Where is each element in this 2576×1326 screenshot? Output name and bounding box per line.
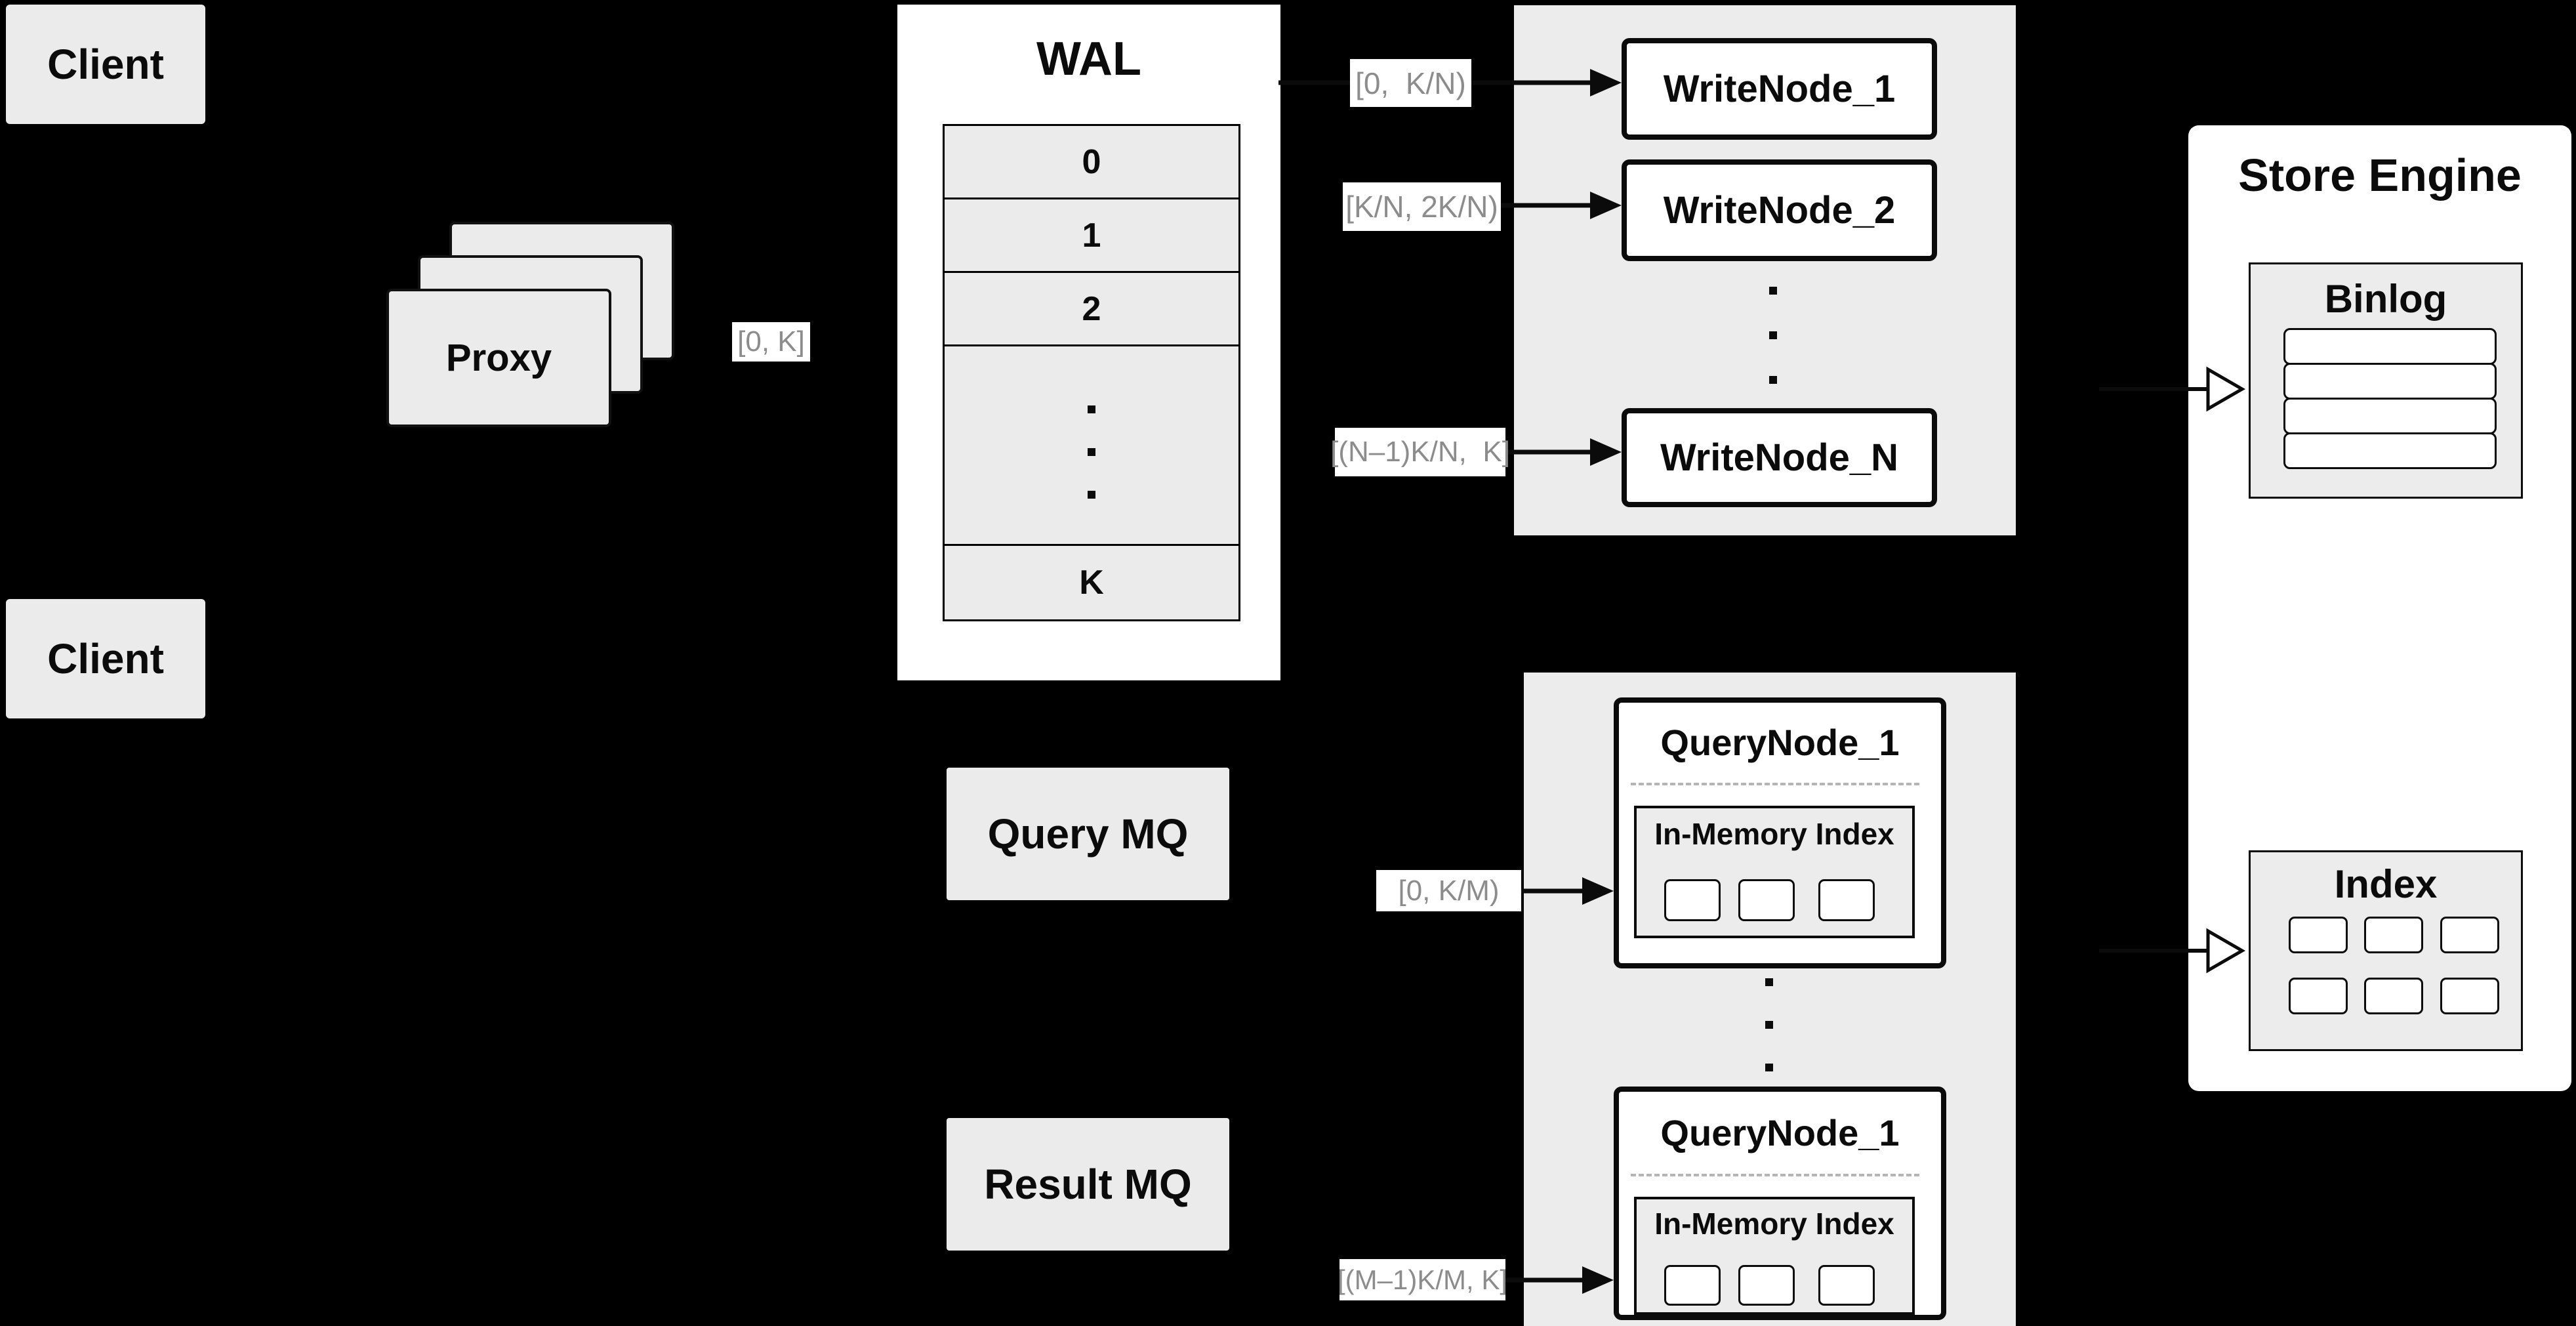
- range-label-writenode-n: [(N–1)K/N, K]: [1330, 428, 1510, 476]
- vertical-ellipsis-icon: [1088, 405, 1095, 413]
- binlog-rows: [2283, 328, 2497, 469]
- write-node-n-box: WriteNode_N: [1622, 408, 1937, 507]
- index-cell: [2364, 917, 2423, 953]
- proxy-card-front: Proxy: [386, 289, 611, 427]
- write-node-2-box: WriteNode_2: [1622, 159, 1937, 261]
- client-top-label: Client: [47, 41, 164, 88]
- binlog-row: [2283, 432, 2497, 469]
- query-mq-label: Query MQ: [987, 810, 1189, 858]
- proxy-label: Proxy: [445, 337, 552, 379]
- segment-cell: [1738, 1265, 1795, 1306]
- wal-row-2: 2: [945, 273, 1238, 346]
- in-memory-index-label-top: In-Memory Index: [1654, 817, 1894, 851]
- query-node-bottom-box: QueryNode_1 In-Memory Index: [1614, 1087, 1946, 1320]
- query-mq-box: Query MQ: [947, 768, 1229, 900]
- range-label-querynode-top: [0, K/M): [1376, 870, 1521, 911]
- result-mq-box: Result MQ: [947, 1118, 1229, 1251]
- dashed-divider: [1631, 783, 1919, 785]
- segment-cell: [1738, 879, 1795, 921]
- index-cell: [2440, 917, 2499, 953]
- vertical-ellipsis-icon: [1765, 1021, 1773, 1029]
- in-memory-index-box-bottom: In-Memory Index: [1634, 1197, 1915, 1315]
- client-box-top: Client: [6, 5, 205, 124]
- wal-row-ellipsis: [945, 346, 1238, 546]
- wal-table: 0 1 2 K: [943, 124, 1240, 621]
- range-label-writenode-1: [0, K/N): [1350, 59, 1471, 107]
- index-cell: [2289, 978, 2348, 1014]
- segment-cell: [1818, 879, 1875, 921]
- index-title: Index: [2334, 862, 2438, 906]
- vertical-ellipsis-icon: [1769, 376, 1777, 384]
- vertical-ellipsis-icon: [1769, 331, 1777, 339]
- query-node-top-title: QueryNode_1: [1660, 722, 1900, 763]
- vertical-ellipsis-icon: [1765, 978, 1773, 986]
- write-node-1-box: WriteNode_1: [1622, 38, 1937, 140]
- dashed-divider: [1631, 1174, 1919, 1176]
- segment-cell: [1818, 1265, 1875, 1306]
- client-bottom-label: Client: [47, 635, 164, 682]
- binlog-row: [2283, 363, 2497, 400]
- wal-row-1: 1: [945, 199, 1238, 273]
- binlog-box: Binlog: [2249, 262, 2523, 499]
- range-label-proxy-wal: [0, K]: [732, 322, 810, 362]
- wal-panel: WAL 0 1 2 K: [897, 5, 1280, 680]
- index-box: Index: [2249, 850, 2523, 1051]
- segment-cell: [1664, 879, 1721, 921]
- wal-row-0: 0: [945, 126, 1238, 199]
- wal-row-k: K: [945, 546, 1238, 619]
- write-node-1-label: WriteNode_1: [1663, 68, 1896, 110]
- index-cell: [2364, 978, 2423, 1014]
- vertical-ellipsis-icon: [1769, 287, 1777, 295]
- vertical-ellipsis-icon: [1088, 448, 1095, 456]
- query-node-top-box: QueryNode_1 In-Memory Index: [1614, 697, 1946, 968]
- client-box-bottom: Client: [6, 599, 205, 718]
- query-node-bottom-title: QueryNode_1: [1660, 1112, 1900, 1153]
- segment-cell: [1664, 1265, 1721, 1306]
- range-label-querynode-bottom: [(M–1)K/M, K]: [1338, 1259, 1507, 1300]
- vertical-ellipsis-icon: [1765, 1064, 1773, 1071]
- index-cell: [2289, 917, 2348, 953]
- in-memory-index-box-top: In-Memory Index: [1634, 806, 1915, 938]
- write-node-2-label: WriteNode_2: [1663, 189, 1896, 232]
- vertical-ellipsis-icon: [1088, 491, 1095, 499]
- store-engine-panel: Store Engine Binlog Index: [2188, 125, 2571, 1091]
- binlog-row: [2283, 398, 2497, 434]
- binlog-row: [2283, 328, 2497, 365]
- binlog-title: Binlog: [2324, 277, 2447, 321]
- result-mq-label: Result MQ: [984, 1161, 1192, 1208]
- in-memory-index-label-bottom: In-Memory Index: [1654, 1207, 1894, 1241]
- store-engine-title: Store Engine: [2238, 150, 2522, 201]
- write-node-n-label: WriteNode_N: [1660, 436, 1899, 479]
- index-cell: [2440, 978, 2499, 1014]
- wal-title: WAL: [1036, 33, 1141, 85]
- range-label-writenode-2: [K/N, 2K/N): [1343, 182, 1501, 231]
